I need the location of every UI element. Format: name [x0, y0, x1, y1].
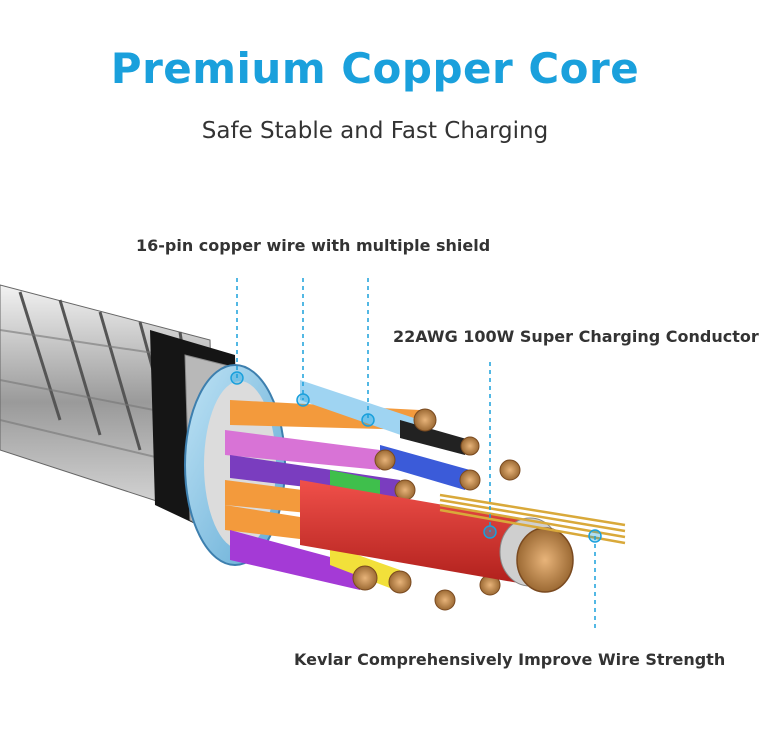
colored-wires — [225, 380, 470, 590]
callout-conductor-label: 22AWG 100W Super Charging Conductor — [393, 327, 759, 346]
callout-leaders — [236, 278, 596, 632]
callout-shield-label: 16-pin copper wire with multiple shield — [136, 236, 491, 255]
kevlar-strands — [439, 493, 626, 545]
power-conductor — [300, 480, 574, 593]
callout-kevlar-label: Kevlar Comprehensively Improve Wire Stre… — [294, 650, 726, 669]
page-title: Premium Copper Core — [110, 44, 640, 93]
page-subtitle: Safe Stable and Fast Charging — [201, 118, 549, 144]
callout-markers — [230, 371, 602, 543]
